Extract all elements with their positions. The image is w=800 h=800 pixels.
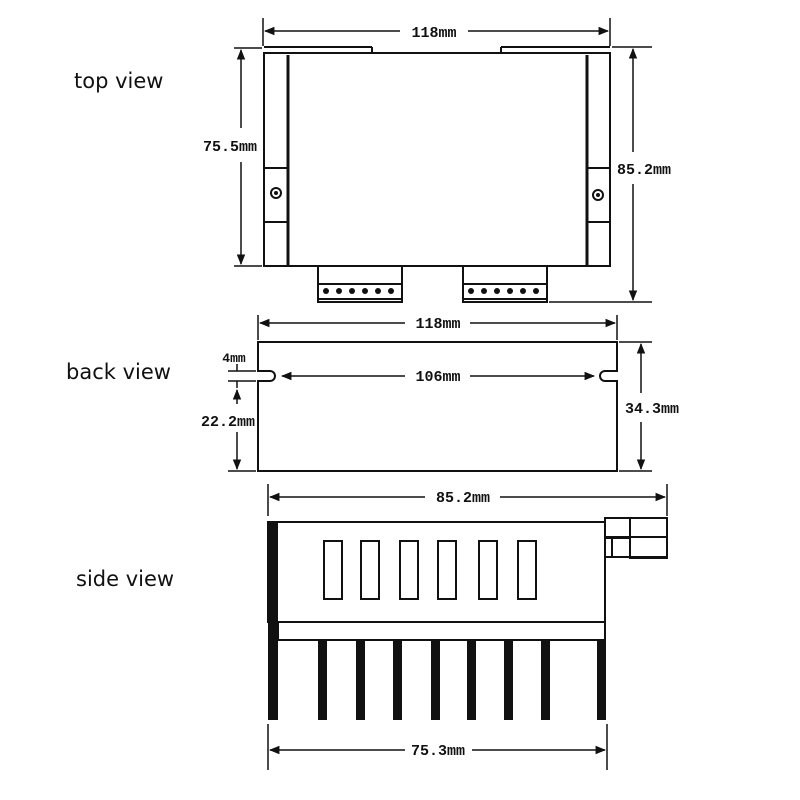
mounting-hole-icon (592, 189, 604, 201)
top-height-dimension: 75.5mm (203, 139, 257, 156)
side-overall-dimension: 85.2mm (436, 490, 490, 507)
top-width-dimension: 118mm (411, 25, 456, 42)
back-width-dimension: 118mm (415, 316, 460, 333)
top-view-label: top view (74, 69, 163, 93)
back-height-dimension: 34.3mm (625, 401, 679, 418)
top-depth-dimension: 85.2mm (617, 162, 671, 179)
terminal-block-right (462, 265, 548, 303)
slot-depth-dimension: 4mm (222, 351, 246, 366)
top-view: 118mm 75.5mm (203, 18, 671, 303)
side-view-label: side view (76, 567, 174, 591)
terminal-block-left (317, 265, 403, 303)
side-view: 85.2mm 75.3mm (267, 484, 668, 770)
side-base-dimension: 75.3mm (411, 743, 465, 760)
lower-height-dimension: 22.2mm (201, 414, 255, 431)
mounting-hole-icon (270, 187, 282, 199)
slot-span-dimension: 106mm (415, 369, 460, 386)
back-view: 118mm 106mm 4mm 22.2mm 34.3mm (201, 315, 679, 472)
back-view-label: back view (66, 360, 171, 384)
